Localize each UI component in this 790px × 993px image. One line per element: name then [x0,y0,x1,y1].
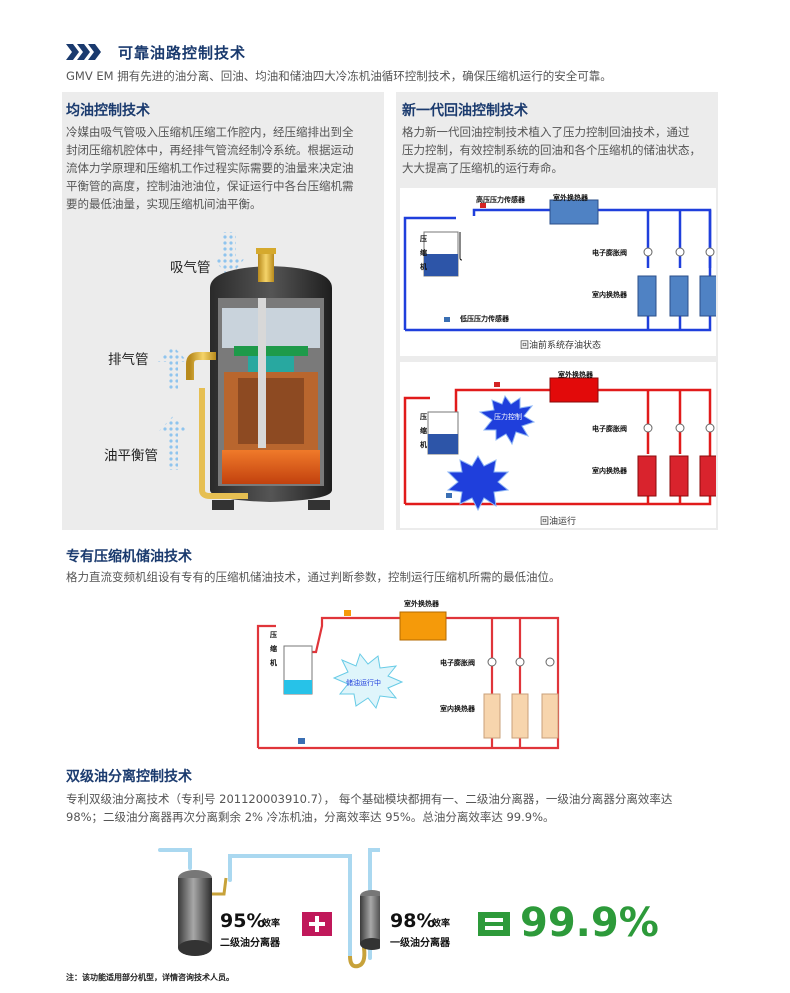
compressor-label-red-2: 缩 [420,427,427,435]
compressor-label-1: 压 [420,235,427,243]
first-stage-separator [348,890,380,969]
outdoor-hx-label-red: 室外换热器 [558,371,593,379]
low-pressure-sensor [444,317,450,322]
valve-label-storage: 电子膨胀阀 [440,659,475,667]
intro-text: GMV EM 拥有先进的油分离、回油、均油和储油四大冷冻机油循环控制技术，确保压… [66,69,612,83]
oil-return-burst [446,455,510,512]
plus-icon [302,912,332,936]
oil-storage-body: 格力直流变频机组设有专有的压缩机储油技术，通过判断参数，控制运行压缩机所需的最低… [66,570,561,584]
pressure-control-burst [478,394,536,446]
second-stage-separator [178,870,228,956]
valve-label: 电子膨胀阀 [592,249,627,257]
indoor-hx-label: 室内换热器 [592,291,627,299]
compressor-label-storage-1: 压 [270,631,277,639]
first-stage-name: 一级油分离器 [390,938,450,949]
balance-arrow [158,416,188,470]
low-pressure-sensor-label: 低压压力传感器 [460,315,509,323]
chevrons-icon [66,44,101,60]
discharge-arrow [158,346,188,390]
indoor-hx-label-storage: 室内换热器 [440,705,475,713]
high-pressure-sensor-label: 高压压力传感器 [476,196,525,204]
oil-return-diagram-before-piping [403,199,716,332]
second-stage-efficiency: 95% [220,910,266,932]
compressor-label-red-1: 压 [420,413,427,421]
page-title: 可靠油路控制技术 [118,44,247,62]
diagram2-caption: 回油运行 [540,517,577,527]
suction-arrow [213,232,245,278]
compressor-label-red-3: 机 [420,441,427,449]
indoor-heat-exchanger-peach-3 [541,693,559,739]
footnote: 注：该功能适用部分机型，详情咨询技术人员。 [66,973,234,982]
first-stage-unit: 效率 [432,919,451,929]
high-pressure-sensor [480,203,486,208]
compressor-label-3: 机 [420,263,427,271]
valve-label-red: 电子膨胀阀 [592,425,627,433]
outdoor-heat-exchanger-orange [399,611,447,641]
outdoor-heat-exchanger-red [549,377,599,403]
compressor-label-2: 缩 [420,249,427,257]
indoor-heat-exchanger-peach-2 [511,693,529,739]
indoor-heat-exchanger-1 [637,275,657,317]
second-stage-name: 二级油分离器 [220,938,280,949]
outdoor-heat-exchanger [549,199,599,225]
equals-icon [478,912,510,936]
discharge-pipe-label: 排气管 [108,352,149,368]
oil-storage-title: 专有压缩机储油技术 [66,549,192,565]
oil-balance-title: 均油控制技术 [66,103,150,119]
indoor-heat-exchanger-red-3 [699,455,716,497]
oil-storage-burst-label: 储油运行中 [346,679,381,687]
indoor-heat-exchanger-3 [699,275,716,317]
oil-storage-diagram [256,610,560,750]
oil-separator-illustration [158,848,380,969]
outdoor-hx-label: 室外换热器 [553,194,588,202]
balance-pipe-label: 油平衡管 [104,448,158,464]
oil-return-diagram-running-piping [403,377,716,512]
outdoor-hx-label-orange: 室外换热器 [404,600,439,608]
first-stage-efficiency: 98% [390,910,436,932]
suction-pipe-label: 吸气管 [170,260,211,276]
pressure-control-label: 压力控制 [494,413,522,421]
total-efficiency: 99.9% [520,900,659,946]
indoor-heat-exchanger-red-1 [637,455,657,497]
indoor-hx-label-red: 室内换热器 [592,467,627,475]
diagram1-caption: 回油前系统存油状态 [520,341,602,351]
compressor-cutaway-illustration [158,232,332,510]
oil-separation-title: 双级油分离控制技术 [66,769,192,785]
oil-storage-burst [332,652,404,710]
oil-return-title: 新一代回油控制技术 [402,103,528,119]
compressor-label-storage-3: 机 [270,659,277,667]
second-stage-unit: 效率 [262,919,281,929]
indoor-heat-exchanger-peach-1 [483,693,501,739]
indoor-heat-exchanger-red-2 [669,455,689,497]
indoor-heat-exchanger-2 [669,275,689,317]
compressor-label-storage-2: 缩 [270,645,277,653]
